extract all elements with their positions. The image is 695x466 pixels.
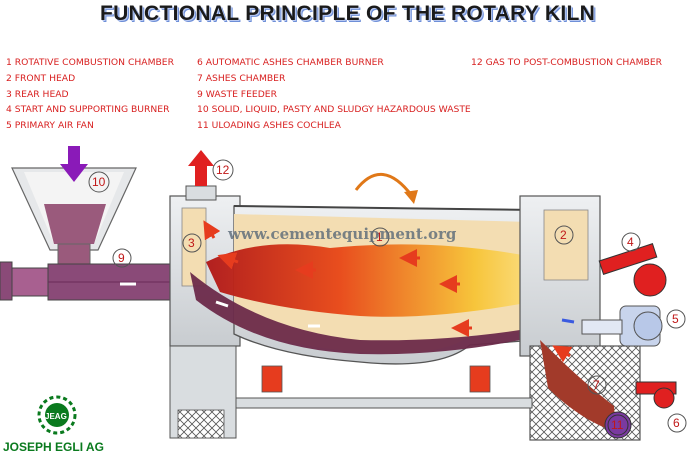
marker-2: 2 — [554, 225, 574, 245]
svg-text:3: 3 — [188, 236, 195, 250]
svg-text:2: 2 — [560, 228, 567, 242]
marker-7: 7 — [587, 375, 607, 395]
marker-5: 5 — [666, 309, 686, 329]
waste-input-arrow — [60, 146, 88, 182]
marker-10: 10 — [88, 171, 110, 193]
marker-11: 11 — [607, 414, 629, 436]
svg-text:1: 1 — [376, 230, 383, 244]
ashes-chamber-burner — [635, 381, 677, 409]
svg-text:4: 4 — [627, 235, 634, 249]
legend-item-1: 1 ROTATIVE COMBUSTION CHAMBER — [6, 57, 174, 68]
legend-column-1: 1 ROTATIVE COMBUSTION CHAMBER 2 FRONT HE… — [6, 55, 174, 134]
company-logo-text: JOSEPH EGLI AG — [3, 440, 104, 454]
rotation-arrow — [354, 172, 414, 197]
legend-column-2: 6 AUTOMATIC ASHES CHAMBER BURNER 7 ASHES… — [197, 55, 471, 134]
marker-9: 9 — [112, 248, 132, 268]
svg-text:7: 7 — [593, 378, 600, 392]
legend-item-7: 7 ASHES CHAMBER — [197, 72, 286, 84]
rotation-arrow-head — [404, 190, 418, 204]
flow-arrows — [120, 220, 575, 363]
svg-text:5: 5 — [672, 312, 679, 326]
primary-air-fan — [581, 305, 663, 347]
marker-6: 6 — [667, 413, 687, 433]
legend-item-11: 11 ULOADING ASHES COCHLEA — [197, 120, 341, 132]
kiln-foundation — [169, 345, 533, 439]
legend-item-4: 4 START AND SUPPORTING BURNER — [6, 104, 170, 116]
waste-hopper — [11, 167, 137, 265]
legend-item-12: 12 GAS TO POST-COMBUSTION CHAMBER — [471, 57, 663, 68]
legend-item-2: 2 FRONT HEAD — [6, 72, 76, 84]
svg-text:11: 11 — [611, 418, 624, 432]
svg-text:10: 10 — [92, 175, 106, 189]
legend-column-3: 12 GAS TO POST-COMBUSTION CHAMBER — [471, 55, 662, 71]
legend-item-5: 5 PRIMARY AIR FAN — [6, 120, 94, 132]
diagram-title: FUNCTIONAL PRINCIPLE OF THE ROTARY KILN — [99, 2, 596, 25]
kiln-diagram: 1 2 3 4 5 6 7 9 10 11 12 J — [0, 146, 687, 441]
marker-3: 3 — [182, 233, 202, 253]
gas-exit-arrow — [188, 150, 214, 186]
svg-text:9: 9 — [118, 251, 125, 265]
legend-item-3: 3 REAR HEAD — [6, 88, 69, 100]
joseph-egli-logo-emblem: JEAG — [37, 395, 77, 435]
marker-12: 12 — [212, 159, 234, 181]
svg-text:6: 6 — [673, 416, 680, 430]
svg-text:12: 12 — [216, 163, 230, 177]
start-supporting-burner — [598, 243, 667, 297]
waste-bed — [190, 272, 520, 355]
svg-text:JEAG: JEAG — [45, 412, 67, 421]
marker-4: 4 — [621, 232, 641, 252]
ashes-chamber — [529, 340, 641, 441]
waste-feeder — [0, 261, 189, 301]
legend-item-10: 10 SOLID, LIQUID, PASTY AND SLUDGY HAZAR… — [197, 104, 471, 116]
watermark: www.cementequipment.org — [228, 225, 457, 243]
marker-1: 1 — [370, 227, 390, 247]
legend-item-6: 6 AUTOMATIC ASHES CHAMBER BURNER — [197, 57, 384, 68]
legend-item-9: 9 WASTE FEEDER — [197, 88, 277, 100]
